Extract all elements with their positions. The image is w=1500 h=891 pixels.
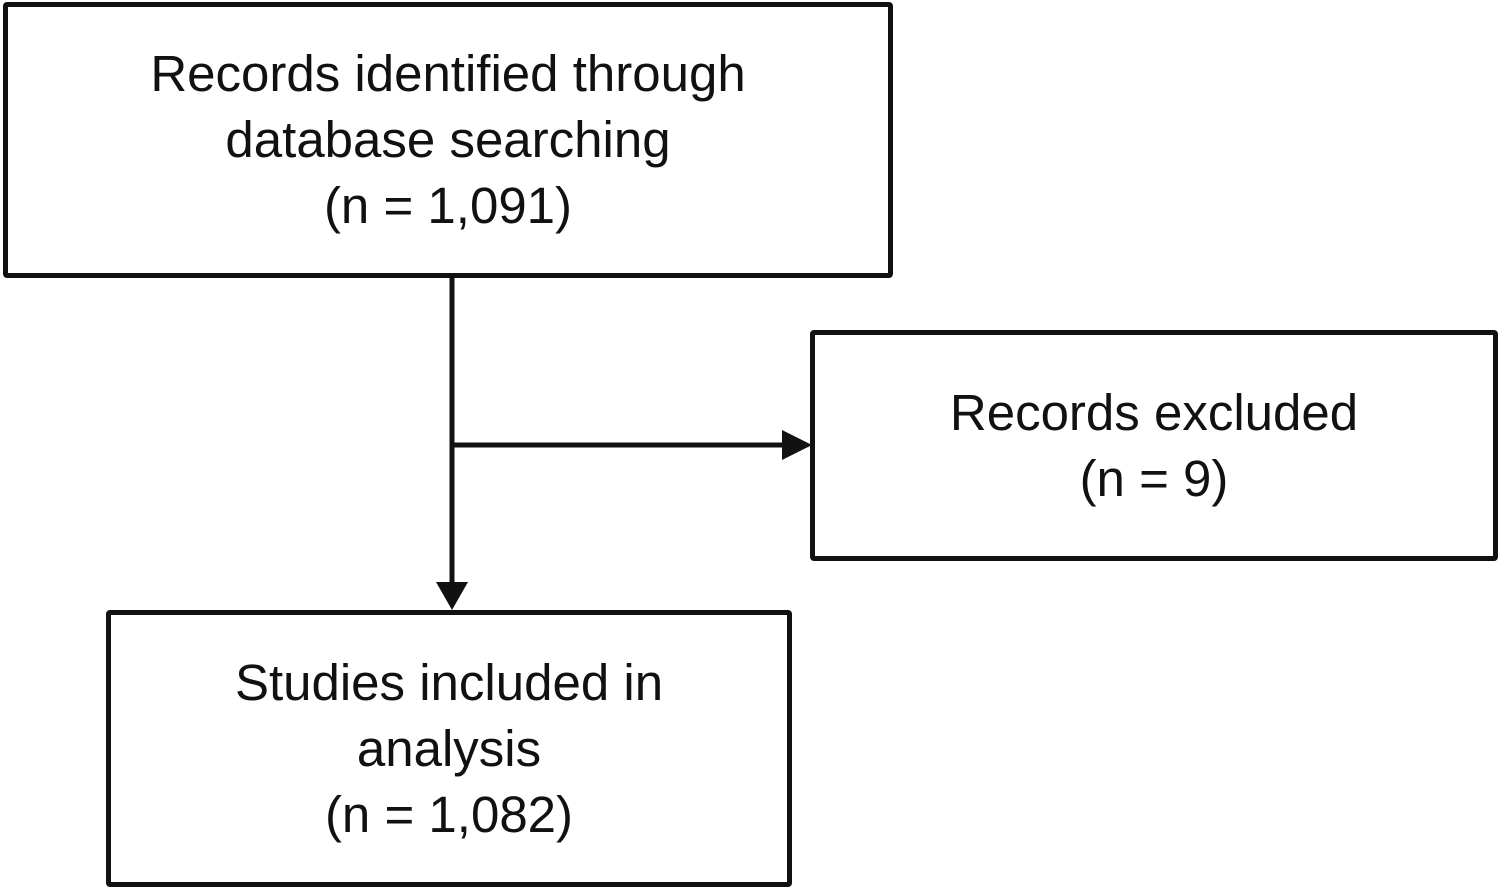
records-identified-box: Records identified through database sear… — [3, 2, 893, 278]
records-excluded-box: Records excluded (n = 9) — [810, 330, 1498, 561]
studies-included-line1: Studies included in — [234, 653, 664, 711]
records-excluded-count: (n = 9) — [1079, 449, 1229, 507]
records-identified-line2: database searching — [225, 111, 671, 168]
studies-included-count: (n = 1,082) — [324, 785, 574, 843]
records-excluded-label: Records excluded — [949, 383, 1359, 441]
studies-included-box: Studies included in analysis (n = 1,082) — [106, 610, 792, 887]
records-identified-line1: Records identified through — [150, 45, 746, 102]
arrowhead-down — [436, 582, 468, 610]
records-identified-count: (n = 1,091) — [323, 177, 573, 234]
arrowhead-right — [782, 430, 812, 460]
studies-included-line2: analysis — [356, 719, 542, 777]
